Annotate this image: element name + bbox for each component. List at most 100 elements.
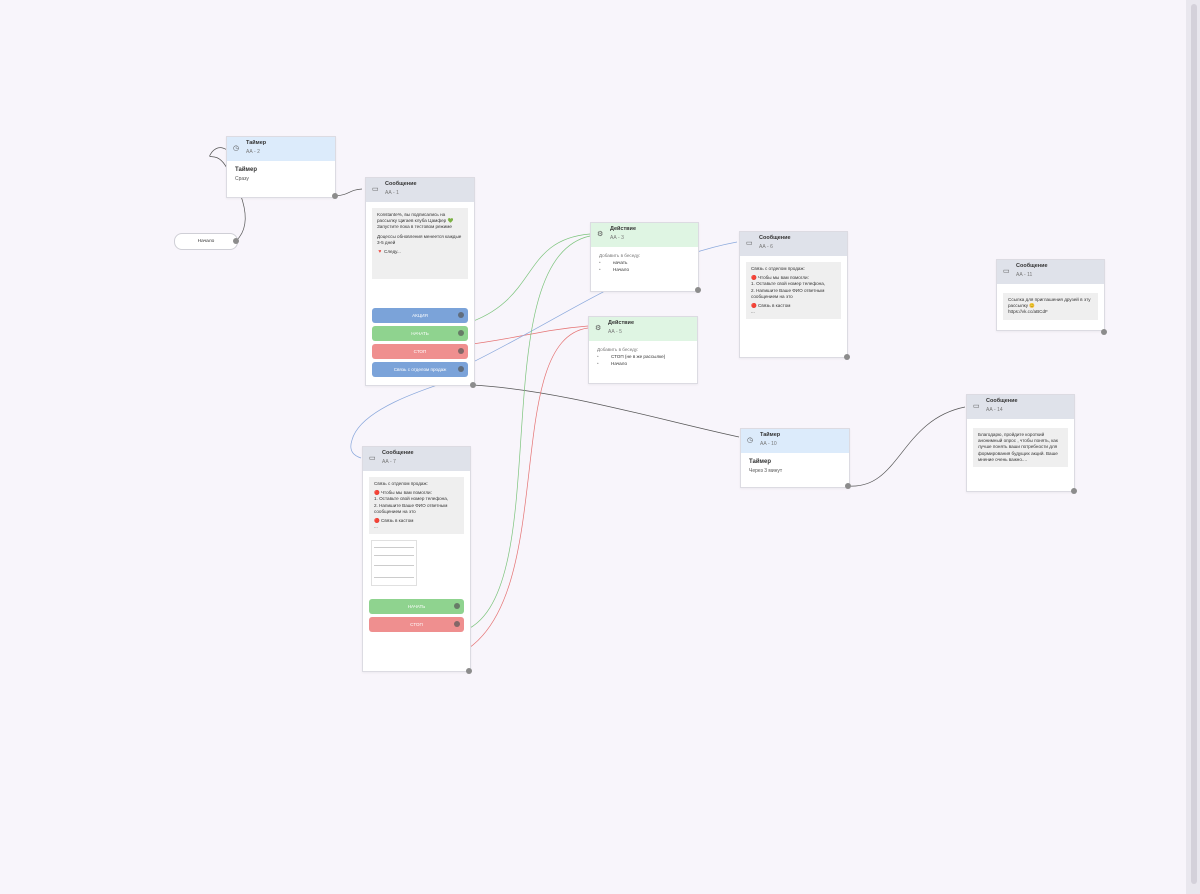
message-icon: ▭ [973, 403, 980, 410]
message-text: Связь с отделом продаж: 🔴 Чтобы мы вам п… [369, 477, 464, 535]
start-label: Начало [197, 239, 215, 244]
node-header: ◷ Таймер АА - 2 [227, 137, 335, 161]
connection-stop-action5 [464, 325, 589, 346]
message-text: Konstante%, вы подписались на рассылку Ц… [372, 208, 468, 279]
row-key: • [597, 361, 599, 366]
message-11-port[interactable] [1101, 329, 1107, 335]
timer-label: Таймер [749, 459, 771, 465]
node-header: ▭ Сообщение АА - 6 [740, 232, 847, 256]
port-dot[interactable] [458, 330, 464, 336]
button-akciya[interactable]: АКЦИЯ [372, 308, 468, 323]
message-node-7[interactable]: ▭ Сообщение АА - 7 Связь с отделом прода… [362, 446, 471, 672]
button-label: НАЧАТЬ [407, 604, 426, 610]
node-title: Таймер [760, 432, 781, 438]
port-dot[interactable] [458, 348, 464, 354]
message-line: ... [374, 524, 378, 530]
connection-nachat-action3 [464, 233, 591, 325]
node-id: АА - 5 [608, 329, 622, 335]
timer-icon: ◷ [747, 437, 754, 444]
node-header: ⚙ Действие АА - 5 [589, 317, 697, 341]
timer-value: Через 3 минут [749, 468, 783, 474]
timer-value: Сразу [235, 176, 249, 182]
action-node-5[interactable]: ⚙ Действие АА - 5 Добавить в беседу: •СТ… [588, 316, 698, 384]
timer-10-port[interactable] [845, 483, 851, 489]
button-label: СТОП [410, 622, 423, 628]
port-dot[interactable] [458, 366, 464, 372]
action-node-3[interactable]: ⚙ Действие АА - 3 Добавить в беседу: •на… [590, 222, 699, 292]
message-paragraph: 2. Напишите Ваше ФИО ответным сообщением… [374, 502, 448, 514]
node-header: ◷ Таймер АА - 10 [741, 429, 849, 453]
timer-2-port[interactable] [332, 193, 338, 199]
message-line: 1. Оставьте свой номер телефона, [374, 496, 449, 502]
button-sales[interactable]: Связь с отделом продаж [372, 362, 468, 377]
action-icon: ⚙ [595, 325, 602, 332]
message-node-14[interactable]: ▭ Сообщение АА - 14 Благодарю, пройдите … [966, 394, 1075, 492]
message-text: Благодарю, пройдите короткий анонимный о… [973, 428, 1068, 468]
action-3-port[interactable] [695, 287, 701, 293]
timer-node-2[interactable]: ◷ Таймер АА - 2 Таймер Сразу [226, 136, 336, 198]
port-dot[interactable] [458, 312, 464, 318]
message-text: Связь с отделом продаж: 🔴 Чтобы мы вам п… [746, 262, 841, 320]
vertical-scrollbar[interactable] [1186, 0, 1200, 894]
message-line: Ссылка для приглашения друзей в эту расс… [1008, 297, 1091, 309]
message-paragraph: Konstante%, вы подписались на рассылку Ц… [377, 212, 454, 230]
message-6-port[interactable] [844, 354, 850, 360]
button-stop[interactable]: СТОП [369, 617, 464, 633]
message-7-port[interactable] [466, 668, 472, 674]
message-icon: ▭ [372, 186, 379, 193]
node-id: АА - 3 [610, 235, 624, 241]
button-label: СТОП [413, 349, 427, 354]
connection-timer-msg1 [334, 188, 363, 197]
node-id: АА - 1 [385, 190, 399, 196]
node-id: АА - 10 [760, 441, 777, 447]
connection-msg7nachat-action3 [460, 235, 591, 633]
start-node[interactable]: Начало [174, 233, 238, 250]
button-nachat[interactable]: НАЧАТЬ [372, 326, 468, 341]
node-id: АА - 6 [759, 244, 773, 250]
node-header: ▭ Сообщение АА - 1 [366, 178, 474, 202]
message-1-port[interactable] [470, 382, 476, 388]
message-text: Ссылка для приглашения друзей в эту расс… [1003, 293, 1098, 320]
timer-node-10[interactable]: ◷ Таймер АА - 10 Таймер Через 3 минут [740, 428, 850, 488]
start-port[interactable] [233, 238, 239, 244]
message-line: ... [751, 309, 755, 315]
node-title: Действие [610, 226, 636, 232]
message-icon: ▭ [1003, 268, 1010, 275]
message-14-port[interactable] [1071, 488, 1077, 494]
port-dot[interactable] [454, 621, 460, 628]
scrollbar-thumb[interactable] [1191, 4, 1197, 884]
message-paragraph: 2. Напишите Ваше ФИО ответным сообщением… [751, 287, 825, 299]
message-node-11[interactable]: ▭ Сообщение АА - 11 Ссылка для приглашен… [996, 259, 1105, 331]
node-header: ▭ Сообщение АА - 7 [363, 447, 470, 471]
node-header: ⚙ Действие АА - 3 [591, 223, 698, 247]
button-stop[interactable]: СТОП [372, 344, 468, 359]
message-paragraph: 🔻 Следу... [377, 249, 401, 255]
button-nachat[interactable]: НАЧАТЬ [369, 599, 464, 615]
connection-sales-msg6 [464, 241, 738, 367]
connection-msg7stop-action5 [460, 327, 589, 654]
port-dot[interactable] [454, 603, 460, 610]
attached-image-thumbnail[interactable] [371, 540, 417, 587]
message-node-1[interactable]: ▭ Сообщение АА - 1 Konstante%, вы подпис… [365, 177, 475, 386]
message-icon: ▭ [746, 240, 753, 247]
timer-label: Таймер [235, 167, 257, 173]
node-id: АА - 7 [382, 459, 396, 465]
connection-timer10-msg14 [847, 406, 966, 487]
message-line: 🔴 Чтобы мы вам помогли: [374, 490, 432, 496]
node-id: АА - 11 [1016, 272, 1033, 278]
action-heading: Добавить в беседу: [599, 253, 641, 258]
message-node-6[interactable]: ▭ Сообщение АА - 6 Связь с отделом прода… [739, 231, 848, 358]
connection-start-timer [209, 147, 246, 242]
node-title: Сообщение [1016, 263, 1048, 269]
action-heading: Добавить в беседу: [597, 347, 639, 352]
node-title: Сообщение [382, 450, 414, 456]
message-line: 🔴 Связь в кастом [374, 518, 414, 524]
connection-sales-msg7 [350, 375, 466, 459]
action-icon: ⚙ [597, 231, 604, 238]
node-title: Действие [608, 320, 634, 326]
node-title: Сообщение [986, 398, 1018, 404]
message-link: https://vk.cc/aBCdF [1008, 309, 1048, 315]
row-key: • [599, 260, 601, 265]
